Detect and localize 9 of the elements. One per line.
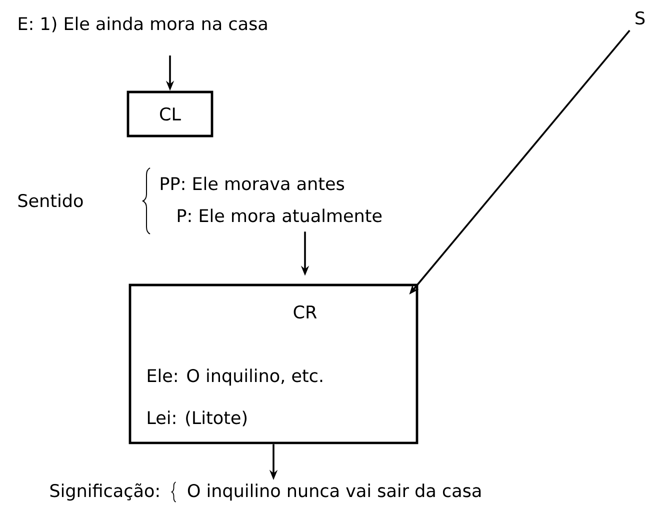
label-text: Sentido xyxy=(18,194,83,208)
process-box: CL xyxy=(126,90,214,138)
statement-text: E: 1) Ele ainda mora na casa xyxy=(18,16,267,32)
meaning-text: P: Ele mora atualmente xyxy=(178,208,382,222)
label-text: S xyxy=(636,11,645,25)
process-box: CR Ele: O inquilino, etc. Lei: (Litote) xyxy=(128,284,418,444)
meaning-text: O inquilino nunca vai sair da casa xyxy=(188,484,481,501)
meaning-text: PP: Ele morava antes xyxy=(160,176,344,190)
label-text: Significação: xyxy=(50,483,159,501)
